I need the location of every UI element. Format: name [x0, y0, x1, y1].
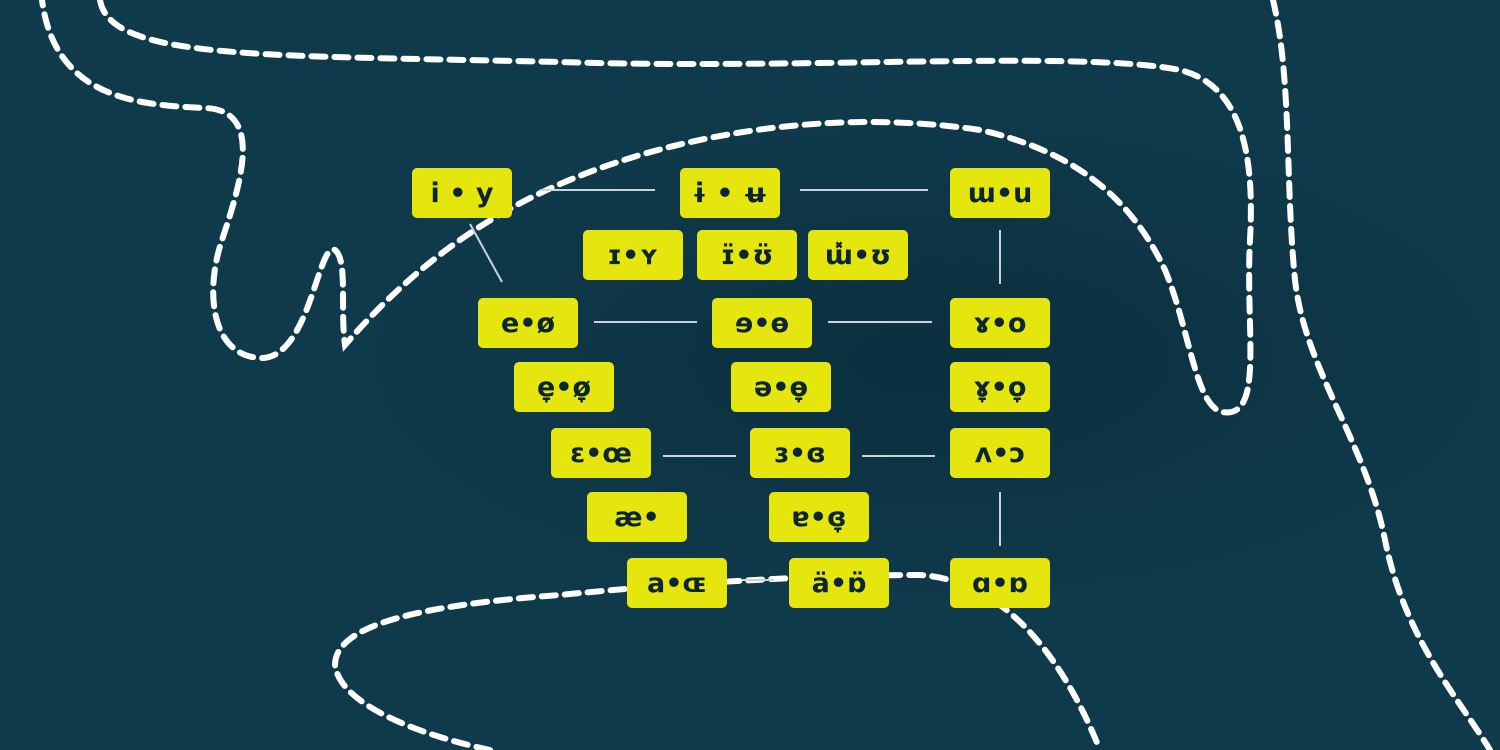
vowel-open-back: ɑ•ɒ	[950, 558, 1050, 608]
vowel-close-mid-front: e•ø	[478, 298, 578, 348]
palate-outline	[39, 0, 1254, 416]
vowel-near-close-front: ɪ•ʏ	[583, 230, 683, 280]
vowel-close-back: ɯ•u	[950, 168, 1050, 218]
vowel-mid-front: e̞•ø̞	[514, 362, 614, 412]
vowel-open-mid-central: ɜ•ɞ	[750, 428, 850, 478]
vowel-near-open-central: ɐ•ɞ̞	[769, 492, 869, 542]
vowel-mid-back: ɤ̞•o̞	[950, 362, 1050, 412]
vowel-open-front: a•ɶ	[627, 558, 727, 608]
vowel-mid-central: ə•ɵ̞	[731, 362, 831, 412]
vowel-close-front: i • y	[412, 168, 512, 218]
vowel-close-central: ɨ • ʉ	[680, 168, 780, 218]
vowel-near-close-central: ɪ̈•ʊ̈	[697, 230, 797, 280]
vowel-close-mid-central: ɘ•ɵ	[712, 298, 812, 348]
vowel-open-mid-front: ɛ•œ	[551, 428, 651, 478]
link-front-diagonal	[469, 223, 503, 283]
vowel-open-mid-back: ʌ•ɔ	[950, 428, 1050, 478]
vowel-near-close-back: ɯ̽•ʊ	[808, 230, 908, 280]
vowel-close-mid-back: ɤ•o	[950, 298, 1050, 348]
pharynx-outline	[1270, 0, 1493, 750]
vowel-near-open-front: æ•	[587, 492, 687, 542]
vowel-open-central: ä•ɒ̈	[789, 558, 889, 608]
